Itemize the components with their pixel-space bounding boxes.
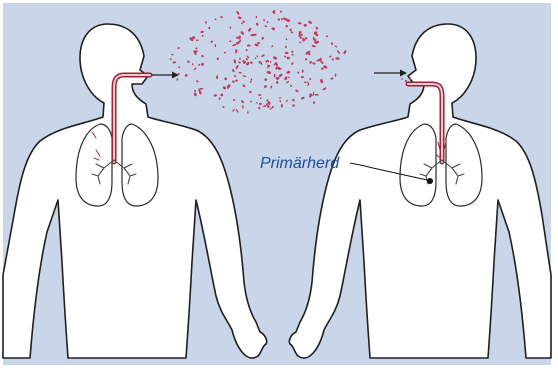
- aerosol-droplet: [242, 105, 243, 109]
- primary-focus-label: Primärherd: [260, 155, 340, 172]
- primary-focus-lesion: [427, 178, 433, 184]
- aerosol-droplet: [196, 40, 199, 41]
